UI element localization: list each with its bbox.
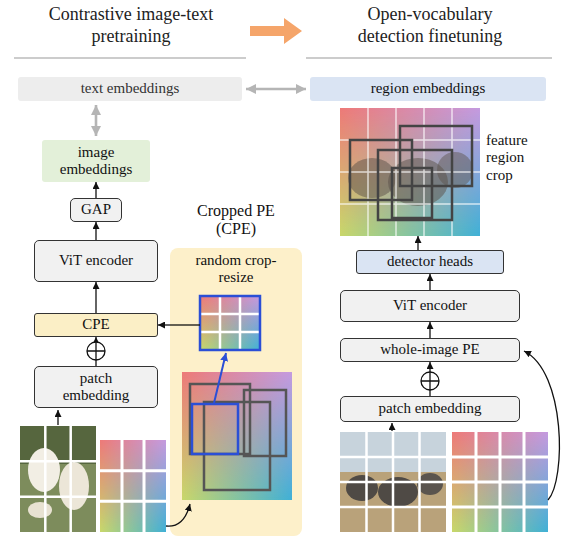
flow-arrow bbox=[95, 182, 96, 198]
connector-stub bbox=[170, 324, 200, 325]
double-arrow bbox=[95, 105, 98, 136]
embedding-bar: region embeddings bbox=[310, 77, 546, 101]
curved-arrow bbox=[524, 351, 559, 500]
process-box: ViT encoder bbox=[34, 240, 158, 282]
elephant-shape bbox=[437, 152, 473, 188]
process-box: ViT encoder bbox=[340, 290, 520, 322]
curved-arrow bbox=[166, 504, 190, 526]
flow-arrow bbox=[95, 282, 96, 313]
elephant-photo bbox=[340, 432, 446, 532]
pe-grid-lines bbox=[452, 432, 548, 532]
resized-crop bbox=[200, 296, 260, 350]
node-label: patch embedding bbox=[379, 400, 482, 417]
pe-gradient bbox=[452, 432, 548, 532]
process-box: CPE bbox=[34, 313, 158, 337]
input-arrow bbox=[57, 410, 58, 425]
heading-rule bbox=[14, 58, 246, 59]
node-label: detector heads bbox=[387, 253, 473, 270]
feature-map-image bbox=[340, 108, 480, 236]
crop-box bbox=[244, 390, 286, 456]
sum-symbol bbox=[421, 372, 439, 390]
pe-crop-illustration bbox=[170, 296, 292, 500]
sum-cross bbox=[87, 342, 105, 360]
photo-ground bbox=[340, 432, 446, 532]
pe-gradient bbox=[452, 432, 548, 532]
pe-grid bbox=[452, 432, 548, 532]
node-label: ViT encoder bbox=[393, 297, 467, 314]
sum-cross bbox=[421, 372, 439, 390]
process-box: patch embedding bbox=[340, 396, 520, 422]
dog-shape bbox=[28, 448, 60, 492]
panel-background bbox=[170, 248, 302, 536]
flow-arrow bbox=[158, 324, 170, 325]
node-label: whole-image PE bbox=[380, 341, 480, 358]
feature-grid bbox=[340, 108, 480, 236]
flow-arrow bbox=[429, 274, 430, 290]
pe-gradient bbox=[200, 296, 260, 350]
elephant-shape bbox=[346, 475, 378, 501]
flow-arrow bbox=[429, 322, 430, 338]
pe-gradient bbox=[182, 372, 292, 500]
input-arrow bbox=[391, 423, 392, 431]
node-label: ViT encoder bbox=[59, 252, 133, 269]
node-label: CPE bbox=[82, 316, 110, 333]
column-heading: Contrastive image-text pretraining bbox=[20, 4, 242, 47]
node-label: patch embedding bbox=[56, 370, 136, 405]
elephant-shape bbox=[417, 473, 443, 495]
process-box: whole-image PE bbox=[340, 338, 520, 362]
sum-circle bbox=[421, 372, 439, 390]
region-box bbox=[400, 126, 472, 186]
node-heading: feature region crop bbox=[486, 132, 538, 184]
flow-arrow bbox=[417, 236, 418, 250]
heading-rule bbox=[306, 58, 552, 59]
region-box bbox=[392, 168, 432, 218]
pe-gradient bbox=[340, 108, 480, 236]
node-label: random crop-resize bbox=[186, 252, 286, 287]
node-label: GAP bbox=[81, 201, 111, 218]
pe-gradient bbox=[340, 108, 480, 236]
flow-arrow bbox=[95, 222, 96, 240]
selected-crop-box bbox=[192, 404, 238, 454]
process-box: GAP bbox=[70, 198, 122, 222]
dog-shape bbox=[28, 502, 52, 518]
embedding-bar: text embeddings bbox=[18, 77, 242, 101]
pe-gradient bbox=[100, 440, 166, 532]
pe-grid-lines bbox=[200, 296, 260, 350]
pe-gradient bbox=[200, 296, 260, 350]
node-heading: Cropped PE (CPE) bbox=[186, 202, 286, 239]
resize-arrow bbox=[214, 353, 226, 403]
pe-grid-lines bbox=[100, 440, 166, 532]
dog-shape bbox=[59, 462, 89, 510]
transition-arrow bbox=[250, 18, 302, 44]
patch-grid bbox=[340, 432, 446, 532]
sum-circle bbox=[87, 342, 105, 360]
node-label: image embeddings bbox=[56, 144, 136, 179]
pe-gradient bbox=[182, 372, 292, 500]
embedding-box: image embeddings bbox=[42, 140, 150, 182]
process-box: patch embedding bbox=[34, 366, 158, 408]
column-heading: Open-vocabulary detection finetuning bbox=[342, 4, 518, 47]
double-arrow bbox=[246, 88, 306, 91]
pe-gradient bbox=[100, 440, 166, 532]
node-label: text embeddings bbox=[81, 80, 180, 97]
pe-grid bbox=[100, 440, 166, 532]
patch-grid bbox=[20, 426, 96, 532]
feature-map: feature region crop bbox=[340, 108, 480, 236]
photo-ground bbox=[20, 426, 96, 532]
sum-symbol bbox=[87, 342, 105, 360]
node-label: region embeddings bbox=[371, 80, 486, 97]
cpe-panel: Cropped PE (CPE)random crop-resize bbox=[170, 248, 302, 536]
process-box: detector heads bbox=[356, 250, 504, 274]
dog-photo bbox=[20, 426, 96, 532]
crop-box bbox=[190, 384, 250, 454]
